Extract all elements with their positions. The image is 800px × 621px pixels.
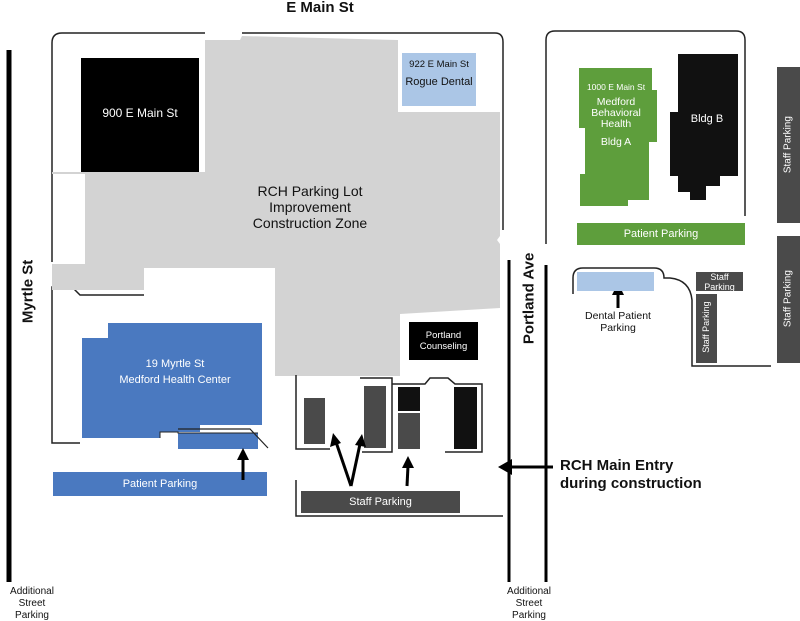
staff-parking-small-lot bbox=[696, 272, 743, 291]
myrtle-name-label: Medford Health Center bbox=[119, 374, 231, 386]
building-922-name: Rogue Dental bbox=[405, 76, 473, 88]
bldg-b-label: Bldg B bbox=[690, 113, 724, 125]
arrows bbox=[241, 292, 620, 487]
lot-outline-1 bbox=[295, 375, 330, 450]
building-portland-counseling bbox=[409, 322, 478, 360]
street-parking-right-2: Street bbox=[515, 598, 543, 609]
building-1000-name-3: Health bbox=[600, 118, 632, 130]
dental-parking-label-2: Parking bbox=[600, 322, 636, 334]
staff-parking-vertical-lot bbox=[696, 294, 717, 363]
staff-parking-bottom-label: Staff Parking bbox=[349, 496, 412, 508]
building-medford-health-center-annex bbox=[178, 433, 258, 449]
building-900-label: 900 E Main St bbox=[102, 106, 178, 120]
lot-outline-2 bbox=[360, 377, 393, 453]
staff-stall-3-top bbox=[398, 387, 420, 411]
main-block-outline-left bbox=[51, 32, 205, 262]
street-parking-left-3: Parking bbox=[15, 610, 49, 621]
street-parking-left-1: Additional bbox=[10, 586, 54, 597]
portland-counseling-label-2: Counseling bbox=[419, 341, 468, 352]
patient-parking-right-lot bbox=[577, 223, 745, 245]
bldg-a-label: Bldg A bbox=[600, 136, 632, 148]
staff-parking-right-top-lot bbox=[777, 67, 800, 223]
patient-parking-right-label: Patient Parking bbox=[623, 228, 699, 240]
construction-zone-label-1: RCH Parking Lot bbox=[257, 183, 363, 199]
staff-stall-3-bottom bbox=[398, 413, 420, 449]
dental-patient-parking-lot bbox=[577, 272, 654, 291]
building-medford-health-center bbox=[82, 323, 262, 438]
east-block-outline bbox=[545, 30, 746, 244]
patient-parking-left-label: Patient Parking bbox=[122, 478, 198, 490]
portland-counseling-label-1: Portland bbox=[425, 330, 462, 341]
main-entry-label-2: during construction bbox=[560, 475, 702, 492]
staff-parking-right-bottom-lot bbox=[777, 236, 800, 363]
street-parking-right-3: Parking bbox=[512, 610, 546, 621]
staff-stall-4 bbox=[454, 387, 477, 449]
south-lot-outline bbox=[295, 480, 503, 517]
staff-stall-2 bbox=[364, 386, 386, 448]
medford-health-center-outline-2 bbox=[178, 428, 269, 449]
building-medford-behavioral-health bbox=[579, 68, 657, 206]
main-block-outline-right bbox=[242, 32, 504, 230]
building-922-rogue-dental bbox=[402, 53, 476, 106]
patient-parking-left-lot bbox=[53, 472, 267, 496]
building-922-address: 922 E Main St bbox=[409, 59, 469, 70]
street-parking-right-1: Additional bbox=[507, 586, 551, 597]
building-1000-name-1: Medford bbox=[596, 96, 636, 108]
construction-zone-label-2: Improvement bbox=[269, 199, 351, 215]
dental-parking-label-1: Dental Patient bbox=[585, 310, 651, 322]
street-portland-ave: Portland Ave bbox=[520, 252, 538, 345]
staff-stall-1 bbox=[304, 398, 325, 444]
east-lower-block-outline bbox=[572, 267, 771, 367]
staff-right-bottom-label: Staff Parking bbox=[782, 270, 794, 328]
lower-block-outline-2 bbox=[51, 296, 80, 444]
main-entry-label-1: RCH Main Entry bbox=[560, 457, 674, 474]
staff-vertical-label: Staff Parking bbox=[700, 301, 711, 353]
street-parking-left-2: Street bbox=[18, 598, 46, 609]
street-myrtle-st: Myrtle St bbox=[19, 259, 37, 324]
construction-zone-shape bbox=[52, 36, 500, 376]
lot-outline-3 bbox=[392, 377, 483, 453]
staff-small-label-1: Staff bbox=[710, 272, 729, 282]
building-b bbox=[670, 54, 738, 200]
street-e-main-st: E Main St bbox=[286, 0, 354, 16]
arrow-heads bbox=[237, 283, 624, 475]
staff-parking-bottom-lot bbox=[301, 491, 460, 513]
myrtle-address-label: 19 Myrtle St bbox=[145, 358, 205, 370]
building-900-e-main bbox=[81, 58, 199, 172]
building-1000-address: 1000 E Main St bbox=[586, 82, 646, 92]
construction-zone-label-3: Construction Zone bbox=[252, 215, 368, 231]
building-1000-name-2: Behavioral bbox=[591, 107, 641, 119]
staff-right-top-label: Staff Parking bbox=[782, 116, 794, 174]
staff-small-label-2: Parking bbox=[704, 282, 735, 292]
medford-health-center-outline bbox=[159, 431, 258, 438]
